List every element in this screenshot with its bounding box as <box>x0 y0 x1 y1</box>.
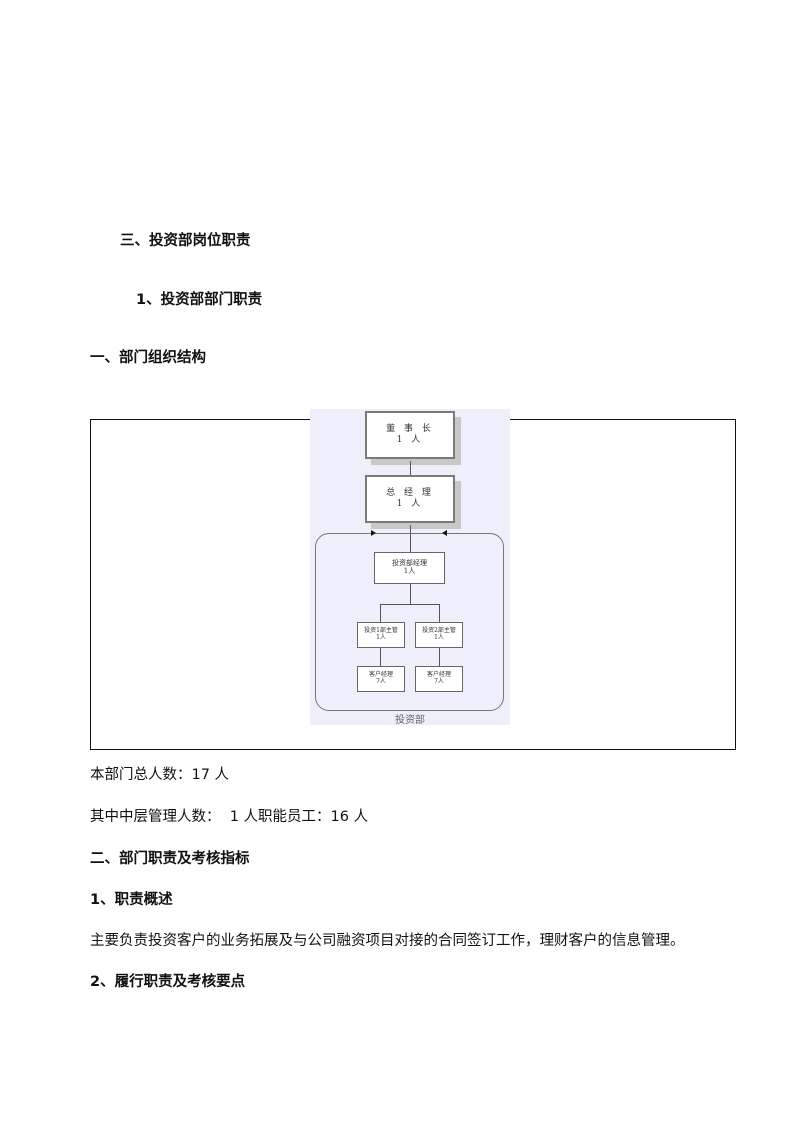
org-box-count: 1 人 <box>396 434 424 445</box>
arrow-left-icon <box>442 530 447 536</box>
subsection-heading: 1、投资部部门职责 <box>136 292 263 308</box>
duty-overview-heading: 1、职责概述 <box>90 892 173 908</box>
connector-line <box>380 648 381 666</box>
staff-breakdown-text: 其中中层管理人数： 1 人职能员工：16 人 <box>90 809 369 825</box>
org-box-dept-manager: 投资部经理 1人 <box>374 552 445 584</box>
connector-line <box>380 604 440 605</box>
connector-line <box>439 648 440 666</box>
arrow-right-icon <box>371 530 376 536</box>
connector-line <box>410 525 411 552</box>
org-box-count: 1人 <box>434 634 444 642</box>
org-box-title: 总 经 理 <box>386 488 434 498</box>
org-box-title: 客户经理 <box>368 671 393 678</box>
org-box-title: 投资部经理 <box>392 559 427 567</box>
connector-line <box>410 461 411 475</box>
org-box-count: 7人 <box>434 678 444 686</box>
org-chart-diagram: 董 事 长 1 人 总 经 理 1 人 投资部经理 1人 投资1部主管 1人 投… <box>310 409 510 726</box>
connector-line <box>410 584 411 604</box>
department-container <box>315 533 504 711</box>
org-box-title: 客户经理 <box>426 671 451 678</box>
org-box-chairman: 董 事 长 1 人 <box>365 411 455 459</box>
part-heading-duties: 二、部门职责及考核指标 <box>90 851 250 867</box>
org-box-title: 投资1部主管 <box>364 627 398 634</box>
org-box-client-manager-2: 客户经理 7人 <box>415 666 463 692</box>
org-box-supervisor-1: 投资1部主管 1人 <box>357 622 405 648</box>
part-heading-org-structure: 一、部门组织结构 <box>90 350 206 366</box>
duty-overview-text: 主要负责投资客户的业务拓展及与公司融资项目对接的合同签订工作，理财客户的信息管理… <box>90 933 685 949</box>
org-box-general-manager: 总 经 理 1 人 <box>365 475 455 523</box>
section-heading: 三、投资部岗位职责 <box>120 233 251 249</box>
total-staff-text: 本部门总人数：17 人 <box>90 767 230 783</box>
org-box-count: 1人 <box>403 567 416 576</box>
connector-line <box>439 604 440 622</box>
org-box-count: 1 人 <box>396 498 424 509</box>
org-box-client-manager-1: 客户经理 7人 <box>357 666 405 692</box>
duty-points-heading: 2、履行职责及考核要点 <box>90 974 246 990</box>
org-box-title: 董 事 长 <box>386 424 434 434</box>
org-box-count: 7人 <box>376 678 386 686</box>
org-box-count: 1人 <box>376 634 386 642</box>
connector-line <box>380 604 381 622</box>
org-box-title: 投资2部主管 <box>422 627 456 634</box>
org-box-supervisor-2: 投资2部主管 1人 <box>415 622 463 648</box>
department-label: 投资部 <box>395 715 425 726</box>
